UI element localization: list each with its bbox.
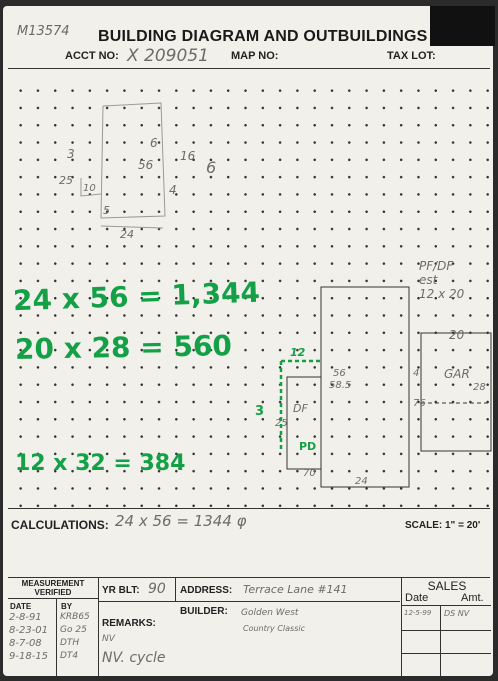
remarks-value: NV. cycle [102,650,166,666]
by-entry-2: Go 25 [60,625,87,635]
redaction-box [430,6,495,46]
tax-lot-label: TAX LOT: [387,50,436,62]
date-label: DATE [10,602,32,611]
by-label: BY [61,602,73,611]
sales-label: SALES [427,579,467,593]
date-entry-4: 9-18-15 [9,651,49,662]
mv-bottom-rule [8,598,98,599]
footer-top-rule [8,577,490,578]
df-label: DF [293,402,308,415]
measurement-verified-label: MEASUREMENT VERIFIED [21,579,85,597]
dim-56: 56 [333,368,346,379]
calc-top-rule [8,508,490,509]
sales-date-value: 12-5-99 [404,609,432,617]
dim-12: 12 [290,346,306,359]
dim-3-green: 3 [255,404,265,419]
dim-25: 25 [275,418,288,429]
col-divider-2 [175,577,176,601]
address-value: Terrace Lane #141 [243,583,348,596]
dim-56-small: 56 [138,158,154,172]
remarks-nv: NV [102,634,115,644]
date-entry-1: 2-8-91 [9,612,42,623]
assessment-card: M13574 BUILDING DIAGRAM AND OUTBUILDINGS… [3,6,495,676]
date-entry-2: 8-23-01 [9,625,49,636]
dim-16: 16 [180,149,196,163]
builder-label: BUILDER: [180,606,228,617]
sales-row-rule-2 [401,653,491,654]
sales-amt-label: Amt. [461,592,484,604]
by-entry-4: DT4 [60,651,79,661]
pf-df-note: PF/DF est 12 x 20 [419,259,464,301]
builder-value: Golden West [241,608,299,618]
dim-4-small: 4 [169,183,177,197]
pd-label: PD [299,440,317,453]
scale-label: SCALE: 1" = 20' [405,520,481,531]
addr-bottom-rule [98,601,400,602]
dim-3: 3 [67,147,75,161]
dim-25-small: 25 [59,174,73,187]
acct-no-value: X 209051 [127,46,209,66]
green-calc-2: 20 x 28 = 560 [14,329,233,366]
dim-58-5: 58.5 [329,380,352,391]
date-entries: 2-8-91 8-23-01 8-7-08 9-18-15 [9,611,48,663]
sales-col-divider [440,605,441,676]
dim-4: 4 [413,368,420,379]
dim-70: 70 [303,468,316,479]
green-calc-3: 12 x 32 = 384 [15,451,186,476]
calculations-value: 24 x 56 = 1344 φ [115,512,247,530]
form-title: BUILDING DIAGRAM AND OUTBUILDINGS [98,28,428,45]
dim-28: 28 [473,382,486,393]
dim-10: 10 [83,183,96,194]
dim-6-large: 6 [206,158,217,177]
remarks-label: REMARKS: [102,618,156,629]
dim-5: 5 [103,204,110,217]
handwritten-account-prefix: M13574 [17,24,70,39]
address-label: ADDRESS: [180,585,233,596]
header-rule [8,68,490,69]
sketch-dot-grid [8,76,493,511]
sales-amt-value: DS NV [444,609,470,618]
gar-label: GAR [444,367,470,381]
dim-24-small: 24 [120,228,134,241]
yr-blt-value: 90 [148,581,166,597]
yr-blt-label: YR BLT: [102,585,140,596]
sales-date-label: Date [405,592,429,604]
builder-value-2: Country Classic [243,624,305,633]
by-entry-3: DTH [60,638,80,648]
by-entry-1: KRB65 [60,612,90,622]
building-diagram [279,286,492,488]
sales-left-divider [401,577,402,676]
col-divider-1 [98,577,99,676]
map-no-label: MAP NO: [231,50,279,62]
pf-df-line1: PF/DF [419,259,454,273]
acct-no-label: ACCT NO: [65,50,119,62]
date-by-divider [56,598,57,676]
dim-76: 76 [413,398,426,409]
dim-20: 20 [449,328,465,342]
sales-header-rule [401,605,491,606]
date-entry-3: 8-7-08 [9,638,42,649]
by-entries: KRB65 Go 25 DTH DT4 [60,611,90,663]
pencil-sketch [80,102,166,229]
dim-6-upper: 6 [150,136,158,150]
pf-df-line2: est [419,273,438,287]
sales-row-rule-1 [401,630,491,631]
dim-24: 24 [355,476,368,487]
pf-df-line3: 12 x 20 [419,287,465,301]
calculations-label: CALCULATIONS: [11,518,109,532]
